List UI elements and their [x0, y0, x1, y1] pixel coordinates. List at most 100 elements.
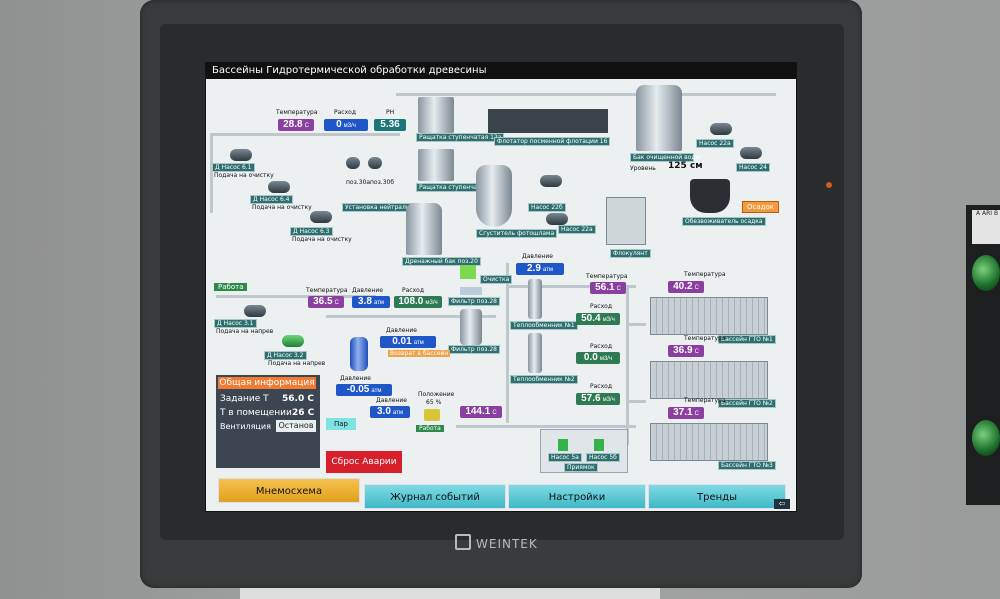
- pressure4-label: Давление: [522, 253, 553, 260]
- pool-2-icon[interactable]: [650, 361, 768, 399]
- filter-a-label: Фильтр поз.28: [448, 297, 500, 306]
- back-arrow-icon[interactable]: ⇦: [774, 499, 790, 509]
- flow-c2-label: Расход: [590, 343, 612, 350]
- position-value: 65 %: [426, 399, 442, 406]
- pool-3-caption: Бассейн ГТО №3: [718, 461, 776, 470]
- pump-3-2-icon[interactable]: [282, 335, 304, 347]
- flocculant-tank-icon[interactable]: [606, 197, 646, 245]
- sludge-button[interactable]: Осадок: [742, 201, 779, 213]
- valve-run-badge: Работа: [416, 425, 444, 432]
- general-info-header: Общая информация: [218, 377, 316, 389]
- setpoint-label: Задание Т: [220, 394, 269, 404]
- drain-tank-icon[interactable]: [406, 203, 442, 255]
- filter-status-icon: [460, 265, 476, 279]
- pipe: [626, 400, 646, 403]
- pump-icon[interactable]: [310, 211, 332, 223]
- pressure2-label: Давление: [386, 327, 417, 334]
- pump-6-3-label: Д Насос 6.3: [290, 227, 333, 236]
- pump-6-4-note: Подача на очистку: [252, 204, 312, 211]
- control-cabinet-panel: [966, 205, 1000, 505]
- flotator-icon[interactable]: [488, 109, 608, 133]
- thickener-icon[interactable]: [476, 165, 512, 227]
- ph-value: 5.36: [374, 119, 406, 131]
- pump-icon[interactable]: [346, 157, 360, 169]
- flow2-label: Расход: [402, 287, 424, 294]
- pressure3-label: Давление: [340, 375, 371, 382]
- pool-2-temp-label: Температура: [684, 335, 726, 342]
- setpoint-value[interactable]: 56.0 С: [282, 394, 314, 404]
- temp3-label: Температура: [586, 273, 628, 280]
- vent-label: Вентиляция: [220, 422, 271, 431]
- clean-water-label: Бак очищенной воды: [630, 153, 700, 162]
- green-pushbutton-2-icon[interactable]: [972, 420, 1000, 456]
- pump-3-1-label: Д Насос 3.1: [214, 319, 257, 328]
- nav-mnemoscheme[interactable]: Мнемосхема: [218, 478, 360, 503]
- hmi-screen: Бассейны Гидротермической обработки древ…: [205, 62, 797, 512]
- heat-exchanger-2-icon[interactable]: [528, 333, 542, 373]
- pipe: [396, 93, 776, 96]
- heat-exchanger-1-icon[interactable]: [528, 279, 542, 319]
- pipe: [210, 133, 213, 213]
- pump-icon[interactable]: [368, 157, 382, 169]
- thickener-label: Сгуститель фотошлама: [476, 229, 558, 238]
- vent-status: Останов: [276, 420, 316, 432]
- sump-pump-b-icon[interactable]: [594, 439, 604, 451]
- clean-water-tank-icon[interactable]: [636, 85, 682, 151]
- pump-6-3-note: Подача на очистку: [292, 236, 352, 243]
- filter-a-icon[interactable]: [460, 287, 482, 295]
- pressure-label: Давление: [352, 287, 383, 294]
- screen-2-icon[interactable]: [418, 149, 454, 181]
- flocculant-label: Флокулянт: [610, 249, 651, 258]
- pump-24-icon[interactable]: [740, 147, 762, 159]
- steam-valve-icon[interactable]: [424, 409, 440, 421]
- nav-trends[interactable]: Тренды: [648, 484, 786, 509]
- level-value: 125 см: [668, 161, 703, 171]
- reset-alarm-button[interactable]: Сброс Аварии: [326, 451, 402, 473]
- pump-24-label: Насос 24: [736, 163, 770, 172]
- screen-title: Бассейны Гидротермической обработки древ…: [206, 63, 796, 79]
- general-info-panel: Общая информация Задание Т 56.0 С Т в по…: [216, 375, 320, 468]
- pump-22a-icon[interactable]: [710, 123, 732, 135]
- screen-icon[interactable]: [418, 97, 454, 133]
- pump-3-2-label: Д Насос 3.2: [264, 351, 307, 360]
- pipe: [626, 323, 646, 326]
- sump-pump-a-icon[interactable]: [558, 439, 568, 451]
- pool-1-icon[interactable]: [650, 297, 768, 335]
- pump-icon[interactable]: [230, 149, 252, 161]
- pump-3-1-icon[interactable]: [244, 305, 266, 317]
- filter-b-icon[interactable]: [460, 309, 482, 345]
- pump-icon[interactable]: [268, 181, 290, 193]
- heat-exchanger-1-label: Теплообменник №1: [510, 321, 578, 330]
- clean-button[interactable]: Очистка: [480, 275, 513, 284]
- green-pushbutton-icon[interactable]: [972, 255, 1000, 291]
- room-temp-label: Т в помещении: [220, 408, 292, 418]
- nav-settings[interactable]: Настройки: [508, 484, 646, 509]
- pipe: [216, 295, 376, 298]
- pump-22b-icon[interactable]: [540, 175, 562, 187]
- expansion-tank-icon[interactable]: [350, 337, 368, 371]
- pump-6-1-note: Подача на очистку: [214, 172, 274, 179]
- return-status-badge: Возврат в бассейн: [388, 350, 451, 357]
- power-led-icon: [826, 182, 832, 188]
- pool-3-icon[interactable]: [650, 423, 768, 461]
- flotator-label: Флотатор посменной флотации 16: [494, 137, 611, 146]
- pipe: [506, 285, 636, 288]
- steam-label: Пар: [326, 418, 356, 430]
- pump-pair-cap-a: поз.30а: [346, 179, 371, 186]
- pump-6-4-label: Д Насос 6.4: [250, 195, 293, 204]
- run-status-badge: Работа: [214, 283, 248, 291]
- nav-event-log[interactable]: Журнал событий: [364, 484, 506, 509]
- pipe: [626, 285, 629, 445]
- pump-21-icon[interactable]: [546, 213, 568, 225]
- pipe: [456, 425, 636, 428]
- dewatering-icon[interactable]: [690, 179, 730, 213]
